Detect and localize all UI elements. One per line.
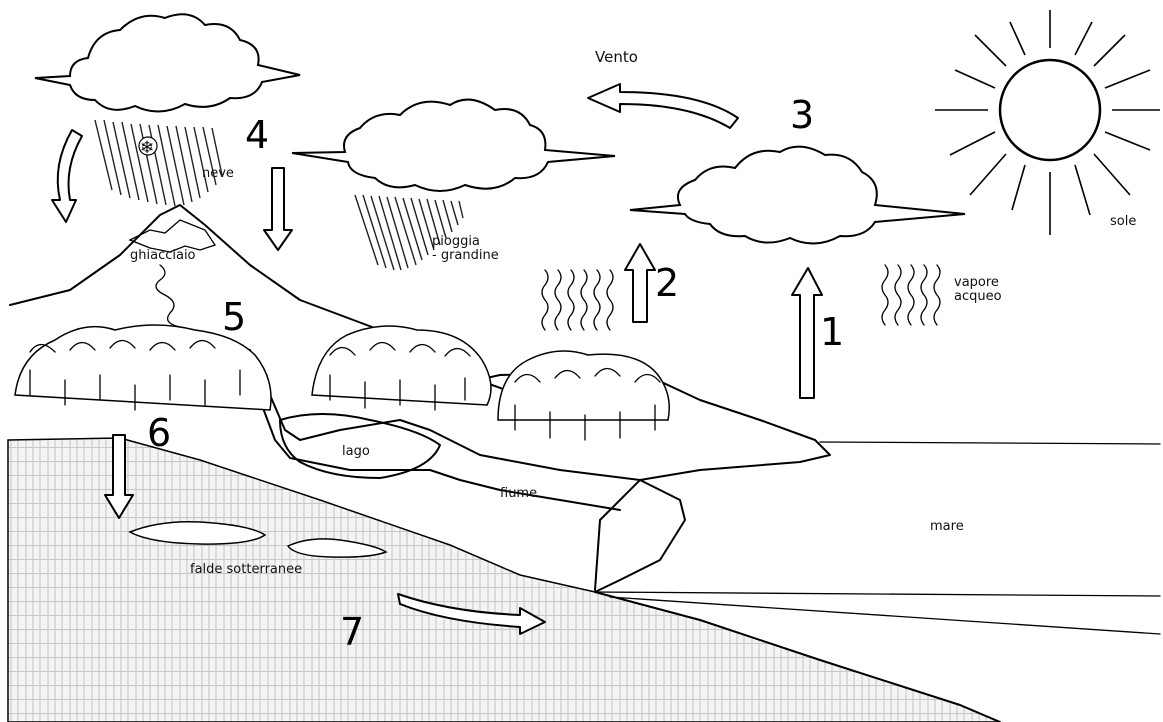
vapor-lines-right bbox=[881, 264, 941, 326]
label-sea: mare bbox=[930, 519, 964, 534]
step-1: 1 bbox=[820, 310, 844, 354]
snow-streaks bbox=[94, 119, 223, 207]
forest-right bbox=[497, 350, 670, 441]
cloud-middle bbox=[291, 98, 616, 192]
sea-floor-line-2 bbox=[609, 596, 1161, 635]
arrow-7-right bbox=[397, 593, 546, 635]
step-4: 4 bbox=[245, 113, 269, 157]
cloud-top-left bbox=[34, 13, 301, 113]
label-vapor-1: vapore bbox=[954, 275, 999, 290]
label-wind: Vento bbox=[595, 48, 638, 66]
groundwater-pocket-2 bbox=[286, 538, 388, 558]
step-7: 7 bbox=[340, 610, 364, 654]
label-glacier: ghiacciaio bbox=[130, 248, 196, 263]
forest-middle bbox=[311, 325, 492, 411]
label-snow: neve bbox=[202, 166, 234, 181]
snowflake-icon bbox=[138, 136, 158, 156]
arrow-snow-curve bbox=[51, 129, 83, 223]
arrow-6-down bbox=[104, 434, 134, 519]
sea-floor-line-1 bbox=[594, 591, 1161, 597]
soil-layer bbox=[7, 437, 1001, 722]
river-bank bbox=[239, 359, 621, 511]
arrow-1-up bbox=[791, 267, 823, 399]
snowflake-glyph: ❄ bbox=[140, 138, 154, 158]
sun-icon bbox=[935, 10, 1160, 235]
glacier-outline bbox=[128, 219, 217, 253]
groundwater-pocket-1 bbox=[128, 520, 267, 545]
arrow-4-down bbox=[263, 167, 293, 251]
step-3: 3 bbox=[790, 93, 814, 137]
arrow-wind bbox=[587, 83, 739, 129]
label-river: fiume bbox=[500, 486, 537, 501]
vapor-lines-left bbox=[541, 269, 614, 331]
step-6: 6 bbox=[147, 411, 171, 455]
river bbox=[249, 349, 686, 593]
rain-streaks bbox=[354, 194, 464, 271]
cloud-right bbox=[629, 145, 966, 245]
label-rain: pioggia bbox=[432, 234, 480, 249]
step-5: 5 bbox=[222, 295, 246, 339]
forest-left bbox=[14, 324, 272, 411]
label-groundwater: falde sotterranee bbox=[190, 562, 302, 577]
lake bbox=[279, 413, 441, 479]
step-2: 2 bbox=[655, 261, 679, 305]
sea-surface-line bbox=[819, 441, 1161, 445]
arrow-2-up bbox=[624, 243, 656, 323]
label-vapor-2: acqueo bbox=[954, 289, 1002, 304]
label-lake: lago bbox=[342, 444, 370, 459]
sea bbox=[594, 591, 1001, 722]
label-hail: - grandine bbox=[432, 248, 499, 263]
label-sun: sole bbox=[1110, 214, 1136, 229]
